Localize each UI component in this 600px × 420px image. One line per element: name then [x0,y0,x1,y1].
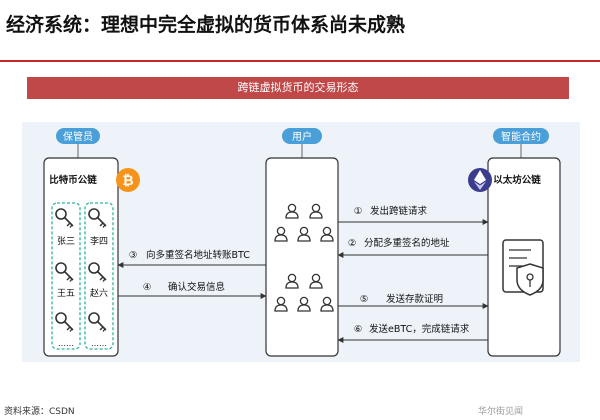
smart-contract-pill [493,128,549,144]
step-4-label: 确认交易信息 [168,281,225,293]
user-label: 用户 [292,130,312,143]
bitcoin-chain-label: 比特币公链 [49,174,97,186]
user-box [265,157,339,357]
keyholder-name: 王五 [57,288,75,299]
step-5-number: ⑤ [360,294,369,305]
keyholder-ellipsis: …… [91,339,107,348]
user-pill [282,128,322,144]
step-2-label: 分配多重签名的地址 [364,237,450,249]
diagram-banner: 跨链虚拟货币的交易形态 [27,77,569,99]
keyholder-name: 李四 [90,235,108,247]
smart-contract-label: 智能合约 [501,130,541,143]
step-6-label: 发送eBTC，完成链请求 [369,323,470,335]
title-divider [0,60,600,62]
custodian-pill [56,128,100,144]
step-3-label: 向多重签名地址转账BTC [146,249,250,261]
keyholder-name: 赵六 [90,287,108,299]
ethereum-chain-label: 以太坊公链 [493,174,541,186]
step-2-number: ② [348,238,357,249]
ethereum-chain-box [487,157,561,357]
custodian-label: 保管员 [63,130,93,143]
bitcoin-icon: ₿ [116,168,140,192]
step-5-label: 发送存款证明 [386,293,443,305]
step-3-number: ③ [129,250,138,261]
svg-text:₿: ₿ [122,173,133,189]
step-1-number: ① [354,206,363,217]
step-6-number: ⑥ [354,324,363,335]
contract-document-icon [502,239,544,296]
watermark: 华尔街见闻 [478,407,524,417]
keyholder-ellipsis: …… [58,339,74,348]
keyholder-name: 张三 [57,236,75,247]
step-4-number: ④ [143,282,152,293]
page-title: 经济系统：理想中完全虚拟的货币体系尚未成熟 [6,14,406,36]
bitcoin-chain-box [43,157,119,357]
keyholder-group-left [51,202,81,350]
ethereum-icon [468,168,492,192]
step-1-label: 发出跨链请求 [370,205,428,217]
keyholder-group-right [84,202,114,350]
source-note: 资料来源：CSDN [4,407,75,417]
